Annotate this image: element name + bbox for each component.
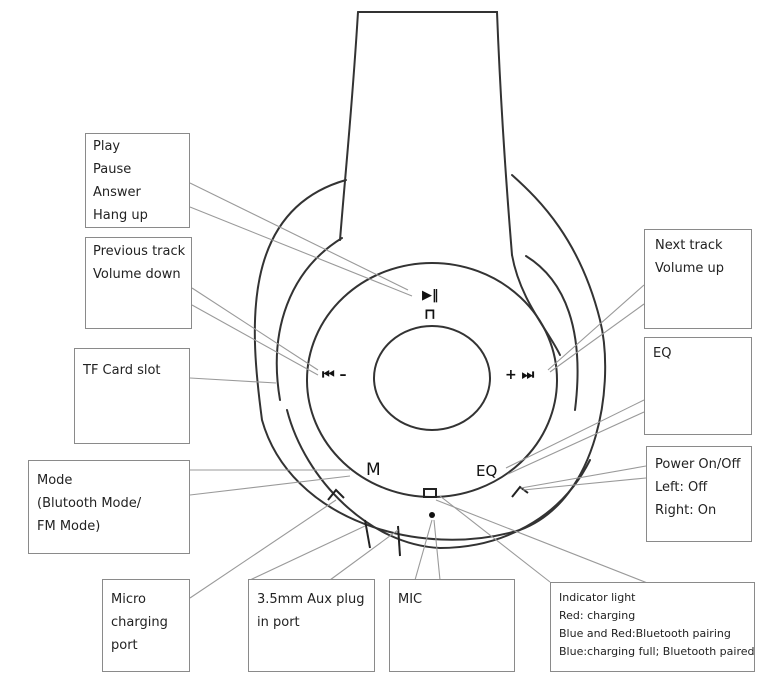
callout-line: Answer xyxy=(93,185,141,200)
callout-line: Pause xyxy=(93,162,132,177)
callout-mic: MIC xyxy=(389,579,515,672)
play-pause-mark: ▶‖ xyxy=(422,288,439,303)
mic-dot xyxy=(429,512,435,518)
aux-port-line-2 xyxy=(397,525,401,557)
callout-aux: 3.5mm Aux plug in port xyxy=(248,579,375,672)
callout-line: TF Card slot xyxy=(83,363,161,378)
callout-line: in port xyxy=(257,615,300,630)
callout-line: 3.5mm Aux plug xyxy=(257,592,365,607)
callout-line: Right: On xyxy=(655,503,717,518)
previous-mark: ⏮ – xyxy=(322,367,347,383)
callout-eq: EQ xyxy=(644,337,752,435)
callout-line: Power On/Off xyxy=(655,457,741,472)
ear-cup-outer xyxy=(253,174,607,541)
callout-line: Play xyxy=(93,139,121,154)
callout-line: Volume down xyxy=(93,267,181,282)
callout-line: Red: charging xyxy=(559,609,636,622)
callout-line: Volume up xyxy=(655,261,724,276)
micro-port-shape xyxy=(327,488,345,501)
callout-line: Previous track xyxy=(93,244,186,259)
aux-port-line-1 xyxy=(364,519,371,549)
power-switch-shape xyxy=(511,485,529,498)
callout-line: Mode xyxy=(37,473,73,488)
callout-line: Blue:charging full; Bluetooth paired xyxy=(559,645,755,658)
callout-line: Left: Off xyxy=(655,480,708,495)
callout-play: Play Pause Answer Hang up xyxy=(85,133,190,228)
callout-line: MIC xyxy=(398,592,423,607)
callout-line: FM Mode) xyxy=(37,519,101,534)
callout-line: EQ xyxy=(653,346,672,361)
callout-line: Micro xyxy=(111,592,146,607)
callout-previous: Previous track Volume down xyxy=(85,237,192,329)
callout-line: Hang up xyxy=(93,208,148,223)
answer-handset-icon: ⊓ xyxy=(424,305,436,323)
next-mark: + ⏭ xyxy=(505,367,535,383)
callout-indicator: Indicator light Red: charging Blue and R… xyxy=(550,582,755,672)
mode-mark: M xyxy=(366,460,381,480)
callout-line: Next track xyxy=(655,238,723,253)
callout-line: (Blutooth Mode/ xyxy=(37,496,142,511)
callout-micro: Micro charging port xyxy=(102,579,190,672)
callout-power: Power On/Off Left: Off Right: On xyxy=(646,446,752,542)
callout-line: charging xyxy=(111,615,168,630)
indicator-light-shape xyxy=(423,488,437,498)
center-button xyxy=(373,325,491,431)
callout-next: Next track Volume up xyxy=(644,229,752,329)
callout-tf-card: TF Card slot xyxy=(74,348,190,444)
headband xyxy=(357,11,513,256)
callout-line: Blue and Red:Bluetooth pairing xyxy=(559,627,731,640)
callout-line: port xyxy=(111,638,138,653)
callout-line: Indicator light xyxy=(559,591,636,604)
eq-mark: EQ xyxy=(476,462,498,480)
callout-mode: Mode (Blutooth Mode/ FM Mode) xyxy=(28,460,190,554)
